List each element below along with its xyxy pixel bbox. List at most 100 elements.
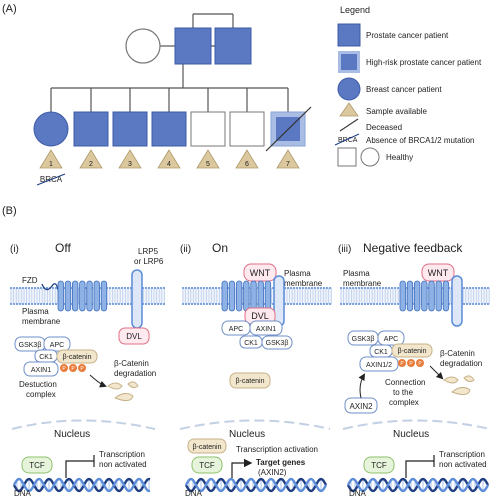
panel-label-b: (B) (2, 205, 17, 217)
svg-text:CK1: CK1 (374, 349, 388, 356)
svg-text:CK1: CK1 (39, 354, 53, 361)
svg-text:WNT: WNT (428, 268, 449, 278)
grandfather-prostate (174, 27, 212, 65)
legend-label: Absence of BRCA1/2 mutation (366, 136, 475, 145)
legend-brca-icon: BRCA (334, 133, 360, 146)
legend-label: Healthy (386, 153, 413, 162)
grandmother-healthy (125, 28, 161, 64)
svg-text:P: P (80, 366, 84, 372)
transcription-label: non activated (99, 460, 147, 469)
nuclear-beta-catenin: β-catenin (187, 438, 227, 454)
membrane-label: membrane (22, 317, 61, 326)
legend-title: Legend (340, 5, 370, 15)
connection-label: to the (393, 388, 414, 397)
legend-label: Breast cancer patient (366, 85, 442, 94)
legend-highrisk-icon (338, 51, 360, 73)
fzd-nterm (41, 283, 59, 291)
free-beta-catenin: β-catenin (229, 372, 271, 389)
membrane-label: Plasma (22, 307, 49, 316)
svg-text:P: P (418, 361, 422, 367)
transcription-label: Transcription (99, 450, 145, 459)
connection-label: complex (389, 398, 419, 407)
lrp-receptor (451, 275, 463, 327)
complex-label: Destuction (19, 380, 57, 389)
individual-5-healthy (190, 111, 226, 147)
target-genes-label: (AXIN2) (258, 468, 287, 477)
degradation-arrow-feedback (429, 365, 444, 380)
svg-text:DVL: DVL (251, 311, 269, 321)
nuclear-envelopes (11, 419, 491, 430)
feedback-title: Negative feedback (363, 241, 463, 255)
feedback-numeral: (iii) (338, 244, 351, 255)
nucleus-label: Nucleus (229, 429, 265, 440)
connection-label: Connection (385, 378, 425, 387)
svg-text:GSK3β: GSK3β (352, 336, 375, 343)
nucleus-label: Nucleus (54, 429, 90, 440)
inhibition-arrow-feedback (405, 460, 434, 478)
individual-6-healthy (229, 111, 265, 147)
svg-text:APC: APC (229, 326, 243, 333)
target-genes-label: Target genes (256, 458, 306, 467)
degradation-label: degradation (114, 369, 156, 378)
individual-4-prostate (151, 111, 187, 147)
destruction-complex: GSK3β APC CK1 β-catenin AXIN1 P P P (14, 336, 98, 377)
svg-text:GSK3β: GSK3β (19, 342, 42, 349)
panel-label-a: (A) (2, 3, 17, 15)
svg-text:P: P (71, 366, 75, 372)
svg-text:P: P (62, 366, 66, 372)
connection-arrow (358, 373, 366, 399)
svg-text:BRCA: BRCA (338, 137, 358, 144)
svg-text:P: P (400, 361, 404, 367)
legend-label: High-risk prostate cancer patient (366, 58, 482, 67)
svg-text:β-catenin: β-catenin (63, 354, 92, 361)
complex-label: complex (26, 390, 56, 399)
brca-negative-marker: BRCA (36, 173, 66, 186)
individual-2-prostate (73, 111, 109, 147)
legend-label: Sample available (366, 107, 427, 116)
individual-number: 2 (89, 161, 93, 168)
on-title: On (212, 241, 228, 255)
svg-text:TCF: TCF (371, 461, 387, 470)
legend: Legend Prostate cancer patient High-risk… (334, 5, 482, 167)
dna-label: DNA (349, 489, 367, 498)
degradation-label: β-Catenin (114, 359, 149, 368)
svg-text:APC: APC (50, 342, 64, 349)
on-numeral: (ii) (180, 244, 191, 255)
svg-text:CK1: CK1 (244, 340, 258, 347)
wnt-ligand-on: WNT (243, 263, 277, 282)
degradation-label: β-Catenin (440, 349, 475, 358)
fzd-receptor (399, 280, 450, 312)
membrane-label: Plasma (343, 269, 370, 278)
individual-number: 6 (245, 161, 249, 168)
transcription-label: Transcription activation (236, 445, 318, 454)
dvl-off: DVL (118, 327, 150, 345)
svg-text:TCF: TCF (199, 461, 215, 470)
lrp-label: LRP5 (138, 247, 159, 256)
dna-helices (12, 477, 490, 493)
membrane-complex-on: APC AXIN1 CK1 GSK3β (221, 320, 293, 350)
degradation-fragments (443, 375, 475, 396)
svg-text:AXIN1/2: AXIN1/2 (366, 362, 392, 369)
svg-text:AXIN2: AXIN2 (349, 402, 373, 411)
svg-text:DVL: DVL (126, 332, 142, 341)
individual-1-breast-cancer (33, 111, 69, 147)
svg-text:β-catenin: β-catenin (236, 378, 265, 385)
svg-text:TCF: TCF (29, 461, 45, 470)
individual-number: 3 (128, 161, 132, 168)
svg-text:AXIN1: AXIN1 (31, 367, 51, 374)
wnt-ligand-feedback: WNT (421, 263, 455, 282)
individual-number: 7 (286, 161, 290, 168)
dvl-on: DVL (244, 307, 276, 325)
svg-text:WNT: WNT (250, 268, 271, 278)
individual-3-prostate (112, 111, 148, 147)
individual-7-highrisk-deceased (265, 106, 312, 152)
legend-label: Deceased (366, 123, 402, 132)
svg-text:β-catenin: β-catenin (398, 348, 427, 355)
legend-healthy-square (337, 147, 357, 167)
transcription-label: Transcription (439, 450, 485, 459)
tcf-off: TCF (21, 456, 53, 474)
legend-sample-icon (339, 102, 359, 117)
svg-text:GSK3β: GSK3β (266, 340, 289, 347)
svg-text:P: P (409, 361, 413, 367)
